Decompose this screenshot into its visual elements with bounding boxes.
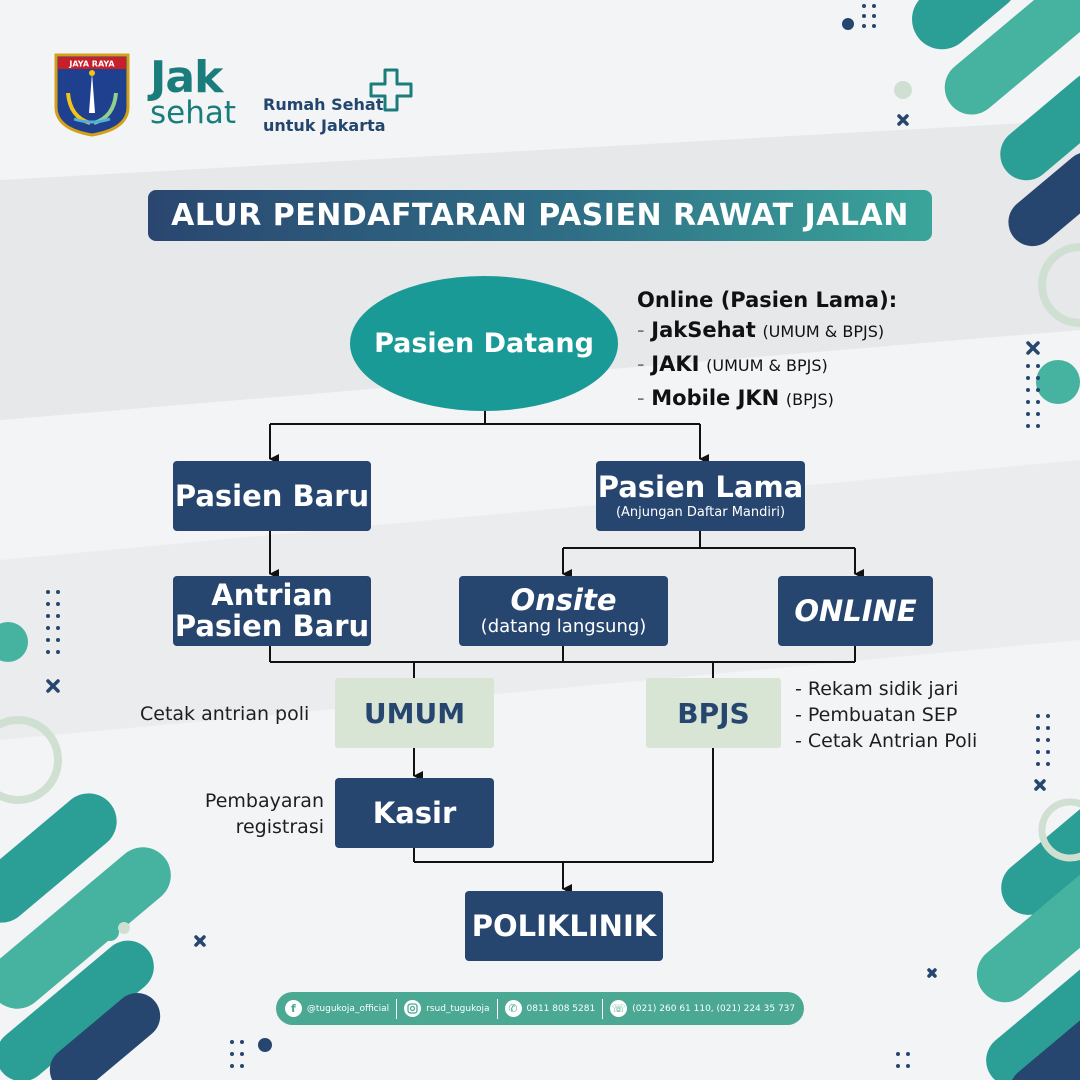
- jaksehat-logo-jak: Jak: [150, 52, 223, 103]
- online-info-item: - JAKI (UMUM & BPJS): [637, 352, 828, 376]
- kasir-note-line-1: Pembayaran: [204, 790, 324, 812]
- online-info-header: Online (Pasien Lama):: [637, 288, 898, 312]
- footer-whatsapp[interactable]: ✆ 0811 808 5281: [498, 1000, 603, 1017]
- footer-facebook[interactable]: f @tugukoja_official: [278, 1000, 396, 1017]
- node-antrian-pasien-baru: Antrian Pasien Baru: [173, 576, 371, 646]
- node-online-label: ONLINE: [794, 593, 917, 628]
- facebook-icon: f: [284, 1000, 302, 1017]
- start-node-pasien-datang: Pasien Datang: [350, 276, 618, 411]
- footer-divider: [602, 998, 604, 1019]
- node-onsite: Onsite (datang langsung): [459, 576, 668, 646]
- facebook-handle: @tugukoja_official: [306, 1003, 390, 1014]
- phone-numbers: (021) 260 61 110, (021) 224 35 737: [632, 1003, 796, 1014]
- footer-phone[interactable]: ☏ (021) 260 61 110, (021) 224 35 737: [603, 1000, 802, 1017]
- online-app-name: JAKI: [651, 352, 700, 376]
- node-poliklinik-label: POLIKLINIK: [471, 908, 657, 943]
- footer-instagram[interactable]: rsud_tugukoja: [397, 1000, 496, 1017]
- node-onsite-label: Onsite: [510, 582, 617, 617]
- online-registration-info: Online (Pasien Lama): - JakSehat (UMUM &…: [637, 288, 897, 416]
- jaksehat-logo-sehat: sehat: [150, 95, 237, 131]
- node-kasir: Kasir: [335, 778, 494, 848]
- online-app-name: Mobile JKN: [651, 386, 780, 410]
- node-antrian-line-1: Antrian: [211, 578, 333, 612]
- bpjs-step: - Pembuatan SEP: [795, 704, 958, 726]
- online-app-tag: (BPJS): [785, 390, 834, 409]
- online-info-item: - JakSehat (UMUM & BPJS): [637, 318, 885, 342]
- instagram-handle: rsud_tugukoja: [426, 1003, 490, 1014]
- jaksehat-tagline: Rumah Sehat untuk Jakarta: [263, 94, 386, 136]
- whatsapp-number: 0811 808 5281: [526, 1003, 596, 1014]
- node-pasien-lama-label: Pasien Lama: [597, 470, 804, 504]
- kasir-note: Pembayaran registrasi: [196, 788, 324, 840]
- node-antrian-line-2: Pasien Baru: [174, 609, 370, 643]
- tagline-line-2: untuk Jakarta: [263, 116, 386, 135]
- bpjs-steps: - Rekam sidik jari - Pembuatan SEP - Cet…: [795, 676, 977, 754]
- footer-contacts: f @tugukoja_official rsud_tugukoja ✆ 081…: [276, 992, 804, 1025]
- node-onsite-sublabel: (datang langsung): [480, 615, 647, 637]
- node-bpjs: BPJS: [646, 678, 781, 748]
- page-title: ALUR PENDAFTARAN PASIEN RAWAT JALAN: [148, 190, 932, 241]
- umum-note: Cetak antrian poli: [140, 703, 310, 725]
- footer-divider: [396, 998, 398, 1019]
- node-pasien-baru-label: Pasien Baru: [174, 478, 370, 513]
- online-info-item: - Mobile JKN (BPJS): [637, 386, 834, 410]
- phone-icon: ☏: [610, 1000, 628, 1017]
- node-pasien-baru: Pasien Baru: [173, 461, 371, 531]
- kasir-note-line-2: registrasi: [235, 816, 324, 838]
- footer-divider: [496, 998, 498, 1019]
- jakarta-crest-logo: JAYA RAYA: [54, 53, 130, 137]
- tagline-line-1: Rumah Sehat: [263, 95, 384, 114]
- bpjs-step: - Cetak Antrian Poli: [795, 730, 978, 752]
- bpjs-step: - Rekam sidik jari: [795, 678, 959, 700]
- online-app-tag: (UMUM & BPJS): [762, 322, 885, 341]
- svg-text:JAYA RAYA: JAYA RAYA: [68, 60, 115, 69]
- node-pasien-lama-sublabel: (Anjungan Daftar Mandiri): [615, 505, 786, 520]
- instagram-icon: [404, 1000, 422, 1017]
- online-app-tag: (UMUM & BPJS): [706, 356, 828, 375]
- node-online: ONLINE: [778, 576, 933, 646]
- node-pasien-lama: Pasien Lama (Anjungan Daftar Mandiri): [596, 461, 805, 531]
- node-kasir-label: Kasir: [372, 795, 457, 830]
- whatsapp-icon: ✆: [504, 1000, 522, 1017]
- online-app-name: JakSehat: [651, 318, 756, 342]
- node-umum: UMUM: [335, 678, 494, 748]
- node-poliklinik: POLIKLINIK: [465, 891, 663, 961]
- health-plus-icon: [369, 68, 413, 112]
